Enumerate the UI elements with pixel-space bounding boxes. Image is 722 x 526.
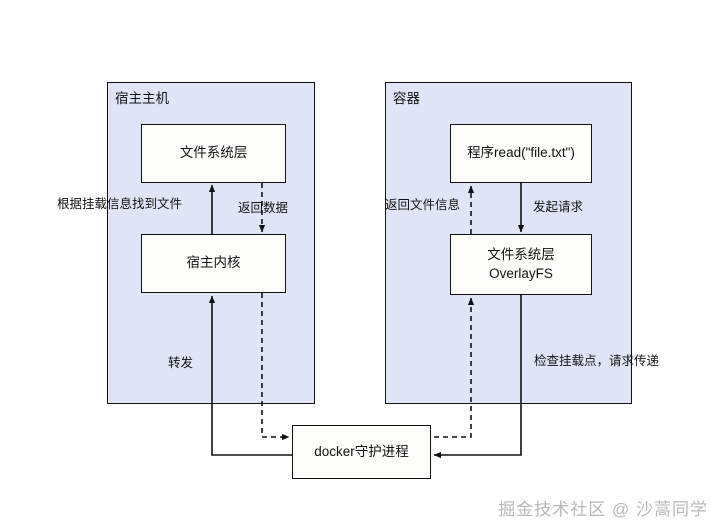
watermark: 掘金技术社区 @ 沙蒿同学 xyxy=(498,500,708,519)
edge-label-container-check-mount: 检查挂载点，请求传递 xyxy=(534,354,660,368)
node-container-fs-layer: 文件系统层 OverlayFS xyxy=(450,234,592,295)
edge-label-host-return-data: 返回数据 xyxy=(238,201,289,215)
node-host-kernel-label: 宿主内核 xyxy=(186,255,241,271)
node-docker-daemon: docker守护进程 xyxy=(292,425,431,479)
node-container-program-label: 程序read("file.txt") xyxy=(467,145,575,161)
node-docker-daemon-label: docker守护进程 xyxy=(314,443,409,459)
node-container-fs-layer-label-line2: OverlayFS xyxy=(489,265,553,281)
node-container-fs-layer-label-line1: 文件系统层 xyxy=(487,247,555,263)
edge-label-host-find-file: 根据挂载信息找到文件 xyxy=(57,197,183,211)
node-container-program: 程序read("file.txt") xyxy=(450,124,592,183)
panel-container-label: 容器 xyxy=(393,91,420,106)
node-host-kernel: 宿主内核 xyxy=(141,234,286,293)
edge-label-container-return-file-info: 返回文件信息 xyxy=(385,198,461,212)
node-host-fs-layer: 文件系统层 xyxy=(141,124,286,183)
panel-host-label: 宿主主机 xyxy=(115,91,169,106)
edge-label-host-forward: 转发 xyxy=(168,356,194,370)
edge-label-container-issue-request: 发起请求 xyxy=(533,200,584,214)
node-host-fs-layer-label: 文件系统层 xyxy=(179,145,248,161)
